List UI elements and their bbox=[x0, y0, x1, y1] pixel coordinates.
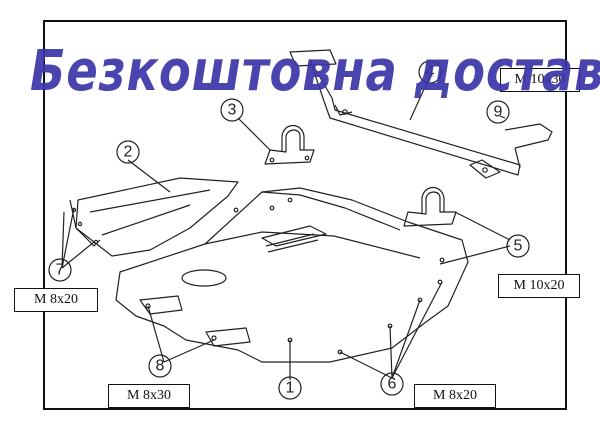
callout-3: 3 bbox=[228, 102, 237, 119]
callout-2: 2 bbox=[124, 144, 133, 161]
side-plate bbox=[69, 177, 239, 257]
drawing-frame bbox=[43, 20, 567, 410]
leader-lines bbox=[61, 75, 511, 380]
callout-7: 7 bbox=[56, 262, 65, 279]
lower-clamp bbox=[403, 186, 457, 227]
bolt-label-m10x20: M 10x20 bbox=[498, 274, 580, 298]
crossmember-bracket bbox=[289, 49, 553, 179]
bolt-label-m8x20-bottom: M 8x20 bbox=[414, 384, 496, 408]
upper-clamp bbox=[264, 124, 315, 165]
engine-guard bbox=[115, 187, 469, 363]
callout-6: 6 bbox=[388, 376, 397, 393]
callout-circles bbox=[48, 60, 530, 400]
bolt-label-m8x20-left: M 8x20 bbox=[14, 288, 98, 312]
bolt-label-m8x30: M 8x30 bbox=[108, 384, 190, 408]
callout-4: 4 bbox=[426, 64, 435, 81]
bolt-label-m10x30: M 10x30 bbox=[500, 68, 580, 92]
callout-9: 9 bbox=[494, 104, 503, 121]
callout-5: 5 bbox=[514, 238, 523, 255]
callout-8: 8 bbox=[156, 358, 165, 375]
free-delivery-banner: Безкоштовна доставка bbox=[30, 39, 600, 104]
callout-1: 1 bbox=[286, 380, 295, 397]
